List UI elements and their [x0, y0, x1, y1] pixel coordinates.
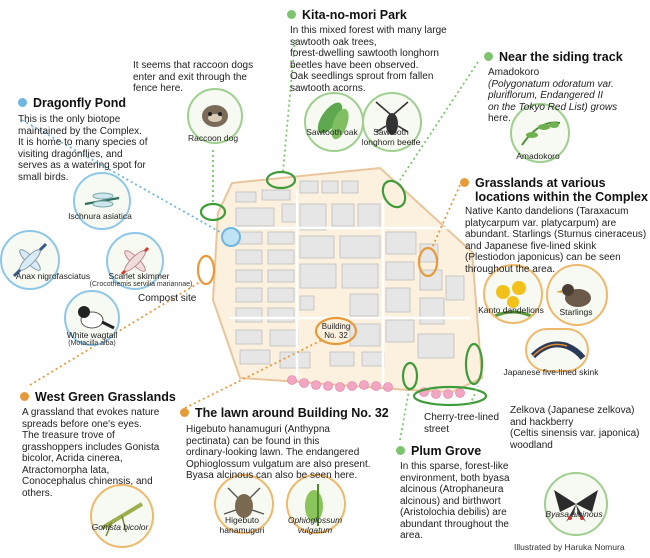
anax-caption: Anax nigrofasciatus [15, 271, 91, 281]
grasslands-dot [460, 178, 469, 188]
kanto-dandelions-illustration [483, 264, 543, 324]
cherry-trees [287, 375, 465, 399]
building32-area [314, 316, 358, 346]
kita-area [265, 170, 297, 190]
leader-siding [399, 61, 479, 181]
raccoon-dog-illustration [187, 88, 243, 144]
siding-area [381, 179, 407, 209]
west-dot [20, 392, 29, 402]
west-area [196, 254, 216, 286]
amadokoro-illustration [510, 103, 570, 163]
sawtooth-oak-caption: Sawtooth oak [306, 127, 358, 137]
amadokoro-caption: Amadokoro [516, 151, 560, 161]
buildings [235, 180, 465, 369]
starlings-caption: Starlings [559, 307, 593, 317]
dragonfly-title: Dragonfly Pond [18, 96, 126, 110]
dragonfly-dot [18, 98, 27, 108]
plum-area [401, 361, 419, 391]
byasa-caption: Byasa alcinous [545, 509, 603, 519]
illustrator-credit: Illustrated by Haruka Nomura [514, 542, 625, 552]
leader-grasslands [431, 184, 461, 249]
kita-title: Kita-no-mori Park [287, 8, 407, 22]
white-wagtail-scientific: (Motacilla alba) [68, 340, 116, 347]
east-woodland-area [464, 342, 484, 386]
kita-dot [287, 10, 296, 20]
zelkova-text: Zelkova (Japanese zelkova)and hackberry … [510, 405, 640, 451]
ischnura-caption: Ischnura asiatica [68, 211, 132, 221]
leader-lawn [184, 339, 323, 409]
compost-site-label: Compost site [138, 293, 197, 304]
dragonfly-pond-marker [221, 227, 241, 247]
raccoon-area [199, 202, 227, 222]
scarlet-skimmer-scientific: (Crocothemis servilia mariannae) [89, 281, 193, 288]
byasa-illustration [544, 472, 608, 536]
leader-plum [399, 389, 410, 441]
sawtooth-oak-illustration [304, 92, 364, 152]
kanto-dandelions-caption: Kanto dandelions [478, 305, 544, 315]
leader-west [29, 281, 201, 386]
skink-caption: Japanese five-lined skink [503, 367, 599, 377]
anax-illustration [0, 230, 60, 290]
scarlet-skimmer-caption: Scarlet skimmer [108, 271, 170, 281]
white-wagtail-caption: White wagtail [66, 330, 118, 340]
ischnura-illustration [73, 172, 131, 230]
skink-illustration [525, 328, 589, 372]
white-wagtail-illustration [64, 290, 120, 346]
gonista-caption: Gonista bicolor [91, 522, 149, 532]
lawn-dot [180, 408, 189, 418]
siding-title: Near the siding track [484, 50, 623, 64]
lawn-title: The lawn around Building No. 32 [180, 406, 389, 420]
leader-kita [282, 39, 296, 172]
siding-dot [484, 52, 493, 62]
roads [229, 190, 470, 385]
raccoon-dog-caption: Raccoon dog [187, 133, 239, 143]
grasslands-east-area [417, 246, 439, 278]
starlings-illustration [546, 264, 608, 326]
leader-zelkova [469, 385, 479, 406]
gonista-illustration [90, 484, 154, 548]
siding-text: Amadokoro (Polygonatum odoratum var. plu… [488, 67, 618, 124]
plum-dot [396, 446, 405, 456]
ophioglossum-illustration [286, 474, 346, 534]
scarlet-skimmer-illustration [106, 232, 164, 290]
plum-title: Plum Grove [396, 444, 481, 458]
west-title: West Green Grasslands [20, 390, 176, 404]
higebuto-illustration [214, 474, 274, 534]
zelkova-area [412, 385, 488, 407]
longhorn-beetle-illustration [362, 92, 422, 152]
grasslands-title: Grasslands at various locations within t… [460, 176, 648, 204]
